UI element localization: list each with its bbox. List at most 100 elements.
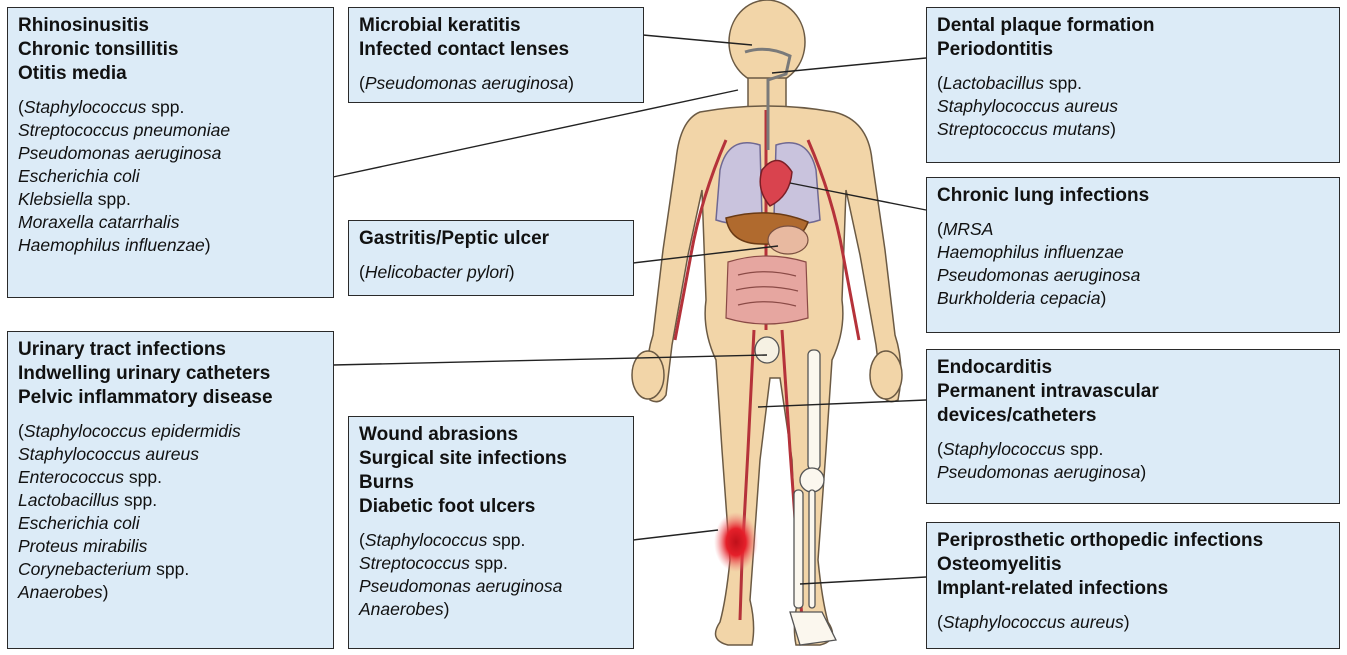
- organism-name: Corynebacterium: [18, 559, 151, 579]
- box-spacer: [359, 251, 623, 261]
- box-title-line: Indwelling urinary catheters: [18, 362, 323, 386]
- organism-line: Pseudomonas aeruginosa: [18, 142, 323, 165]
- organism-name: Streptococcus mutans: [937, 119, 1110, 139]
- organism-name: Moraxella catarrhalis: [18, 212, 179, 232]
- organism-line: Haemophilus influenzae): [18, 234, 323, 257]
- organism-line: Anaerobes): [18, 581, 323, 604]
- organism-line: (Staphylococcus spp.: [937, 438, 1329, 461]
- organism-text: ): [568, 73, 574, 93]
- organism-name: Enterococcus: [18, 467, 124, 487]
- box-title-line: Urinary tract infections: [18, 338, 323, 362]
- organism-line: Corynebacterium spp.: [18, 558, 323, 581]
- organism-line: Streptococcus mutans): [937, 118, 1329, 141]
- organism-name: MRSA: [943, 219, 994, 239]
- box-title-line: Rhinosinusitis: [18, 14, 323, 38]
- box-title-line: Endocarditis: [937, 356, 1329, 380]
- box-dental: Dental plaque formationPeriodontitis(Lac…: [926, 7, 1340, 163]
- organism-line: Proteus mirabilis: [18, 535, 323, 558]
- box-spacer: [937, 428, 1329, 438]
- box-title-line: Diabetic foot ulcers: [359, 495, 623, 519]
- organism-text: ): [1110, 119, 1116, 139]
- organism-name: Haemophilus influenzae: [18, 235, 205, 255]
- organism-name: Haemophilus influenzae: [937, 242, 1124, 262]
- organism-line: Anaerobes): [359, 598, 623, 621]
- organism-text: ): [1124, 612, 1130, 632]
- organism-text: ): [444, 599, 450, 619]
- right-hand: [870, 351, 902, 399]
- organism-name: Streptococcus pneumoniae: [18, 120, 230, 140]
- organism-line: Streptococcus pneumoniae: [18, 119, 323, 142]
- box-spacer: [18, 86, 323, 96]
- organism-line: Burkholderia cepacia): [937, 287, 1329, 310]
- box-title-line: Implant-related infections: [937, 577, 1329, 601]
- box-sinus-infections: RhinosinusitisChronic tonsillitisOtitis …: [7, 7, 334, 298]
- organism-name: Burkholderia cepacia: [937, 288, 1100, 308]
- box-title-line: Periprosthetic orthopedic infections: [937, 529, 1329, 553]
- organism-name: Staphylococcus aureus: [943, 612, 1124, 632]
- intestines: [726, 256, 808, 324]
- organism-text: spp.: [1044, 73, 1082, 93]
- box-title-line: devices/catheters: [937, 404, 1329, 428]
- stomach: [768, 226, 808, 254]
- box-title-line: Burns: [359, 471, 623, 495]
- box-title-line: Pelvic inflammatory disease: [18, 386, 323, 410]
- box-title-line: Microbial keratitis: [359, 14, 633, 38]
- box-lung-infections: Chronic lung infections(MRSAHaemophilus …: [926, 177, 1340, 333]
- box-spacer: [359, 519, 623, 529]
- organism-line: Moraxella catarrhalis: [18, 211, 323, 234]
- box-title-line: Chronic lung infections: [937, 184, 1329, 208]
- organism-name: Staphylococcus: [24, 97, 147, 117]
- organism-text: spp.: [487, 530, 525, 550]
- box-title-line: Periodontitis: [937, 38, 1329, 62]
- organism-name: Helicobacter pylori: [365, 262, 509, 282]
- organism-line: (Staphylococcus epidermidis: [18, 420, 323, 443]
- organism-name: Staphylococcus aureus: [18, 444, 199, 464]
- organism-name: Pseudomonas aeruginosa: [18, 143, 221, 163]
- organism-line: Pseudomonas aeruginosa: [359, 575, 623, 598]
- organism-text: spp.: [470, 553, 508, 573]
- organism-line: Staphylococcus aureus: [18, 443, 323, 466]
- organism-name: Escherichia coli: [18, 166, 140, 186]
- wound-spot: [714, 512, 758, 572]
- organism-name: Escherichia coli: [18, 513, 140, 533]
- organism-name: Anaerobes: [359, 599, 444, 619]
- box-title-line: Otitis media: [18, 62, 323, 86]
- box-spacer: [359, 62, 633, 72]
- organism-text: spp.: [146, 97, 184, 117]
- organism-line: (Pseudomonas aeruginosa): [359, 72, 633, 95]
- organism-line: Pseudomonas aeruginosa: [937, 264, 1329, 287]
- organism-line: Lactobacillus spp.: [18, 489, 323, 512]
- organism-text: spp.: [124, 467, 162, 487]
- organism-text: ): [1100, 288, 1106, 308]
- organism-name: Pseudomonas aeruginosa: [937, 462, 1140, 482]
- organism-name: Lactobacillus: [18, 490, 119, 510]
- organism-name: Anaerobes: [18, 582, 103, 602]
- organism-line: Pseudomonas aeruginosa): [937, 461, 1329, 484]
- left-hand: [632, 351, 664, 399]
- organism-name: Pseudomonas aeruginosa: [365, 73, 568, 93]
- box-title-line: Infected contact lenses: [359, 38, 633, 62]
- organism-text: ): [103, 582, 109, 602]
- organism-line: (Staphylococcus spp.: [359, 529, 623, 552]
- organism-name: Staphylococcus aureus: [937, 96, 1118, 116]
- box-title-line: Wound abrasions: [359, 423, 623, 447]
- organism-name: Proteus mirabilis: [18, 536, 147, 556]
- organism-text: ): [509, 262, 515, 282]
- organism-name: Pseudomonas aeruginosa: [937, 265, 1140, 285]
- box-spacer: [937, 208, 1329, 218]
- organism-name: Staphylococcus: [943, 439, 1066, 459]
- organism-line: (Staphylococcus aureus): [937, 611, 1329, 634]
- box-title-line: Dental plaque formation: [937, 14, 1329, 38]
- organism-name: Streptococcus: [359, 553, 470, 573]
- organism-line: Staphylococcus aureus: [937, 95, 1329, 118]
- box-title-line: Chronic tonsillitis: [18, 38, 323, 62]
- organism-text: spp.: [119, 490, 157, 510]
- box-title-line: Surgical site infections: [359, 447, 623, 471]
- organism-line: Klebsiella spp.: [18, 188, 323, 211]
- organism-text: ): [205, 235, 211, 255]
